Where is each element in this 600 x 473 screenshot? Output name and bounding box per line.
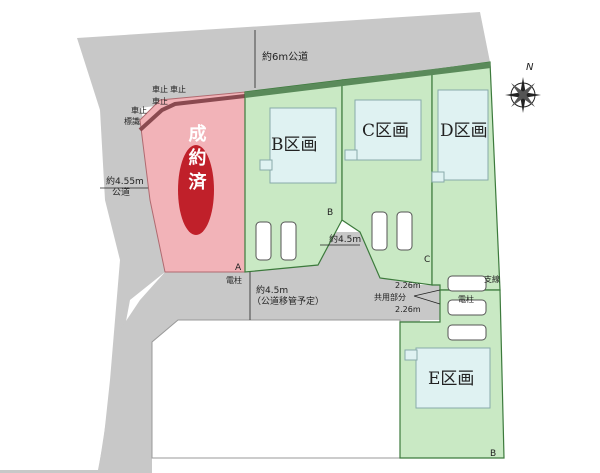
house-d xyxy=(437,89,489,181)
sign-label: 標識 xyxy=(124,116,140,126)
shared-area xyxy=(400,285,440,320)
shared-part: 共用部分 xyxy=(374,292,406,302)
corner-b: B xyxy=(327,208,333,218)
house-e-porch xyxy=(404,349,418,361)
no-parking-3: 車止 xyxy=(152,96,168,106)
utility-pole-2: 電柱 xyxy=(458,294,474,304)
west-road-type: 公道 xyxy=(112,186,130,198)
no-parking-1: 車止 xyxy=(152,84,168,94)
lot-d-label: D区画 xyxy=(440,121,488,141)
house-d-porch xyxy=(431,171,445,183)
west-road xyxy=(0,38,165,473)
center-width: 約4.5m xyxy=(329,233,361,245)
car-icon xyxy=(255,211,487,341)
support-wire: 支線 xyxy=(484,274,500,284)
lot-e-label: E区画 xyxy=(428,369,474,389)
sold-lot-fence xyxy=(138,94,246,132)
house-e xyxy=(415,347,491,409)
corner-a: A xyxy=(235,263,242,273)
no-parking-2: 車止 xyxy=(170,84,186,94)
west-road-width: 約4.55m xyxy=(106,175,144,187)
shared-width-top: 2.26m xyxy=(395,281,421,290)
house-c xyxy=(354,99,422,161)
private-road-width: 約4.5m xyxy=(256,284,288,296)
corner-c: C xyxy=(424,255,430,265)
north-road-label: 約6m公道 xyxy=(262,50,308,63)
compass-north: N xyxy=(526,62,534,73)
house-b-porch xyxy=(259,159,273,171)
compass-icon xyxy=(505,77,541,113)
no-parking-4: 車止 xyxy=(131,105,147,115)
private-road xyxy=(98,232,420,473)
lot-b-label: B区画 xyxy=(271,135,318,155)
north-road xyxy=(77,12,490,110)
house-c-porch xyxy=(344,149,358,161)
southwest-lot xyxy=(151,319,401,459)
corner-b2: B xyxy=(490,449,496,459)
utility-pole-1: 電柱 xyxy=(226,275,242,285)
lot-c-label: C区画 xyxy=(362,121,409,141)
north-boundary-hatch xyxy=(245,62,491,98)
sold-badge xyxy=(178,145,214,235)
sold-badge-text: 成約済 xyxy=(186,123,207,196)
house-b xyxy=(269,107,337,184)
shared-width-bottom: 2.26m xyxy=(395,305,421,314)
shared-arrows xyxy=(413,289,441,305)
private-road-note: （公道移管予定） xyxy=(252,295,324,307)
